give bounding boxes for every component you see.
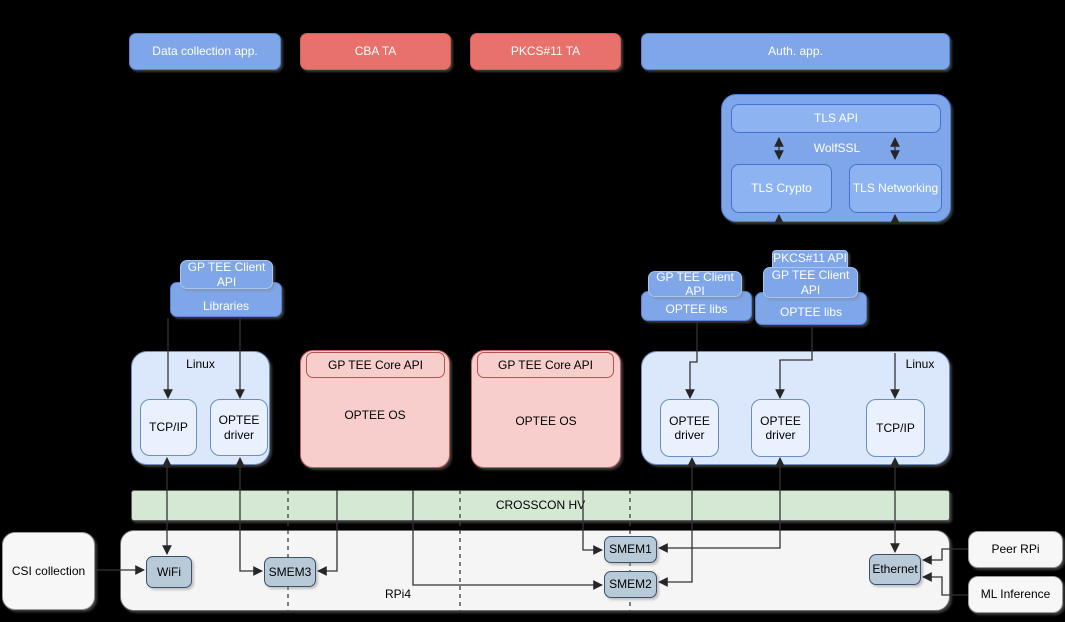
wifi-box: WiFi <box>146 556 192 588</box>
app-label: CBA TA <box>354 44 397 59</box>
linux-right-label: Linux <box>905 357 935 371</box>
smem1-label: SMEM1 <box>609 542 652 557</box>
optee-driver-box-left: OPTEE driver <box>210 399 268 456</box>
linux-left-label: Linux <box>186 357 215 371</box>
tcpip-label: TCP/IP <box>876 420 915 435</box>
tcpip-label: TCP/IP <box>149 420 188 435</box>
wifi-label: WiFi <box>157 564 181 579</box>
csi-collection-box: CSI collection <box>2 532 95 610</box>
tls-networking-label: TLS Networking <box>852 181 939 196</box>
ml-inference-label: ML Inference <box>980 587 1051 602</box>
app-box-pkcs11-ta: PKCS#11 TA <box>470 33 621 70</box>
tls-crypto-box: TLS Crypto <box>731 164 832 213</box>
wolfssl-label: WolfSSL <box>813 141 861 155</box>
optee-driver-label: OPTEE driver <box>669 413 710 442</box>
optee-driver-label: OPTEE driver <box>760 413 801 442</box>
smem2-box: SMEM2 <box>604 571 657 598</box>
ml-inference-box: ML Inference <box>968 576 1063 613</box>
crosscon-hv-label: CROSSCON HV <box>495 498 586 513</box>
gp-tee-client-api-box-right: GP TEE Client API <box>763 267 858 298</box>
smem3-label: SMEM3 <box>268 564 312 579</box>
smem3-box: SMEM3 <box>264 557 316 587</box>
crosscon-hv-bar: CROSSCON HV <box>131 490 950 521</box>
gp-tee-client-api-label: GP TEE Client API <box>656 269 734 298</box>
tls-crypto-label: TLS Crypto <box>751 181 812 196</box>
optee-driver-label: OPTEE driver <box>218 413 260 442</box>
optee-os-2-label: OPTEE OS <box>515 414 577 428</box>
gp-tee-core-api-label: GP TEE Core API <box>498 357 593 372</box>
optee-driver-box-right-2: OPTEE driver <box>751 399 810 457</box>
optee-os-1-label: OPTEE OS <box>344 408 406 422</box>
tls-networking-box: TLS Networking <box>849 164 942 213</box>
optee-driver-box-right-1: OPTEE driver <box>660 399 719 457</box>
tcpip-box-left: TCP/IP <box>140 399 197 456</box>
app-label: PKCS#11 TA <box>510 44 581 59</box>
peer-rpi-label: Peer RPi <box>991 542 1040 557</box>
smem1-box: SMEM1 <box>604 536 657 563</box>
csi-collection-label: CSI collection <box>11 563 86 578</box>
tcpip-box-right: TCP/IP <box>866 399 925 457</box>
optee-libs-label: OPTEE libs <box>779 304 842 319</box>
gp-tee-client-api-box-left: GP TEE Client API <box>180 260 273 289</box>
gp-tee-client-api-label: GP TEE Client API <box>771 268 850 297</box>
tls-api-box: TLS API <box>731 104 941 133</box>
rpi4-label: RPi4 <box>385 587 412 601</box>
smem2-label: SMEM2 <box>609 577 652 592</box>
peer-rpi-box: Peer RPi <box>968 531 1063 568</box>
gp-tee-core-api-box-1: GP TEE Core API <box>306 352 445 378</box>
ethernet-box: Ethernet <box>869 554 921 585</box>
optee-libs-label: OPTEE libs <box>665 301 728 316</box>
app-label: Auth. app. <box>768 44 823 59</box>
tls-api-label: TLS API <box>813 111 859 126</box>
app-label: Data collection app. <box>152 44 258 59</box>
app-box-data-collection: Data collection app. <box>129 33 281 70</box>
app-box-auth: Auth. app. <box>641 33 950 70</box>
gp-tee-core-api-box-2: GP TEE Core API <box>477 352 614 378</box>
app-box-cba-ta: CBA TA <box>300 33 451 70</box>
pkcs11-api-box: PKCS#11 API <box>772 250 848 272</box>
rpi4-panel <box>120 530 950 611</box>
gp-tee-core-api-label: GP TEE Core API <box>328 357 423 372</box>
ethernet-label: Ethernet <box>872 562 918 577</box>
libraries-label: Libraries <box>202 298 250 313</box>
gp-tee-client-api-label: GP TEE Client API <box>187 260 266 289</box>
gp-tee-client-api-box-mid: GP TEE Client API <box>648 269 742 298</box>
pkcs11-api-label: PKCS#11 API <box>773 251 847 265</box>
